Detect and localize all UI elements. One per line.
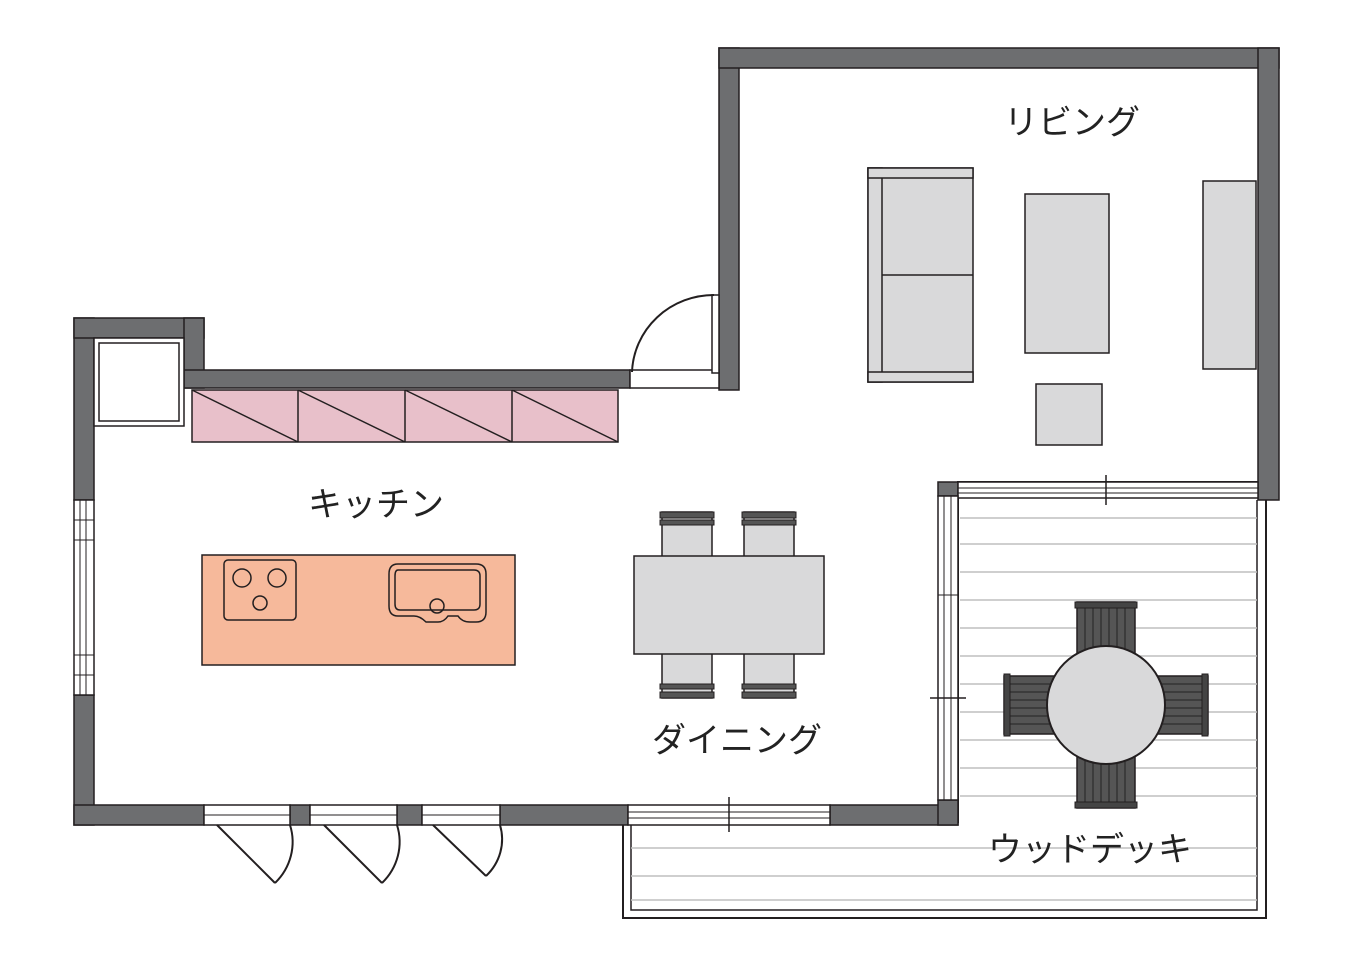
wood-deck: ウッドデッキ bbox=[622, 481, 1267, 919]
ottoman bbox=[1035, 383, 1103, 446]
window-dining-deck-bottom bbox=[627, 797, 831, 832]
wall-living-right bbox=[1257, 47, 1280, 501]
sofa bbox=[867, 167, 974, 383]
deck-inner-outline bbox=[630, 500, 1258, 911]
refrigerator bbox=[93, 337, 185, 427]
bottom-doors bbox=[203, 804, 504, 884]
coffee-table bbox=[1024, 193, 1110, 354]
wall-kitchen-top bbox=[183, 369, 631, 389]
door-bottom-2 bbox=[309, 804, 401, 884]
deck-round-table bbox=[1046, 645, 1166, 765]
sink-icon bbox=[388, 563, 487, 623]
wall-kitchen-left-upper bbox=[73, 317, 95, 501]
dining-chair-top-right bbox=[741, 511, 797, 559]
wall-deck-post bbox=[937, 799, 959, 826]
label-wood-deck: ウッドデッキ bbox=[988, 830, 1192, 870]
label-dining: ダイニング bbox=[652, 721, 822, 761]
walls bbox=[73, 47, 1280, 826]
wall-bottom-4 bbox=[499, 804, 629, 826]
door-bottom-3 bbox=[421, 804, 504, 877]
dining-table bbox=[633, 555, 825, 655]
dining-chair-top-left bbox=[659, 511, 715, 559]
kitchen: キッチン bbox=[93, 337, 619, 666]
wall-cabinets bbox=[191, 389, 619, 443]
tv-stand bbox=[1202, 180, 1257, 370]
deck-dining-set bbox=[1003, 601, 1209, 809]
label-kitchen: キッチン bbox=[308, 485, 444, 525]
door-kitchen-living bbox=[629, 294, 720, 389]
wall-living-left bbox=[718, 47, 740, 391]
dining: ダイニング bbox=[633, 511, 825, 761]
window-dining-deck-side bbox=[930, 495, 966, 801]
wall-deck-corner bbox=[937, 481, 959, 497]
wall-living-top bbox=[718, 47, 1280, 69]
living: リビング bbox=[867, 103, 1257, 446]
window-kitchen-left bbox=[73, 499, 95, 696]
label-living: リビング bbox=[1004, 103, 1140, 143]
wall-bottom-2 bbox=[289, 804, 311, 826]
cooktop-icon bbox=[223, 559, 297, 621]
wall-bottom-3 bbox=[396, 804, 423, 826]
dining-chair-bottom-left bbox=[659, 651, 715, 699]
door-bottom-1 bbox=[203, 804, 294, 884]
window-living-deck bbox=[957, 475, 1259, 505]
wall-bottom-1 bbox=[73, 804, 205, 826]
kitchen-island bbox=[201, 554, 516, 666]
dining-chair-bottom-right bbox=[741, 651, 797, 699]
